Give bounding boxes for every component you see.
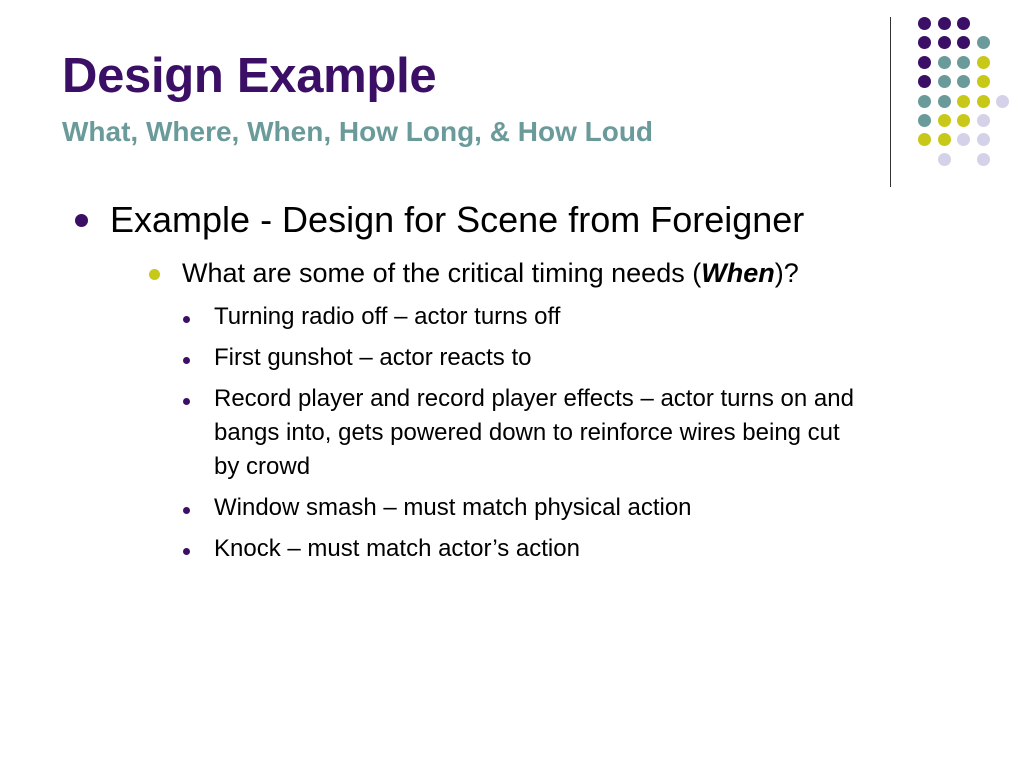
decorative-dot [918,36,932,50]
decorative-dot [918,55,932,69]
bullet-level3-icon [183,548,190,555]
bullet-level1-icon [75,214,88,227]
bullet-level3-icon [183,507,190,514]
list-item: Knock – must match actor’s action [214,535,580,562]
decorative-dot [918,94,932,108]
list-item: First gunshot – actor reacts to [214,344,532,371]
decorative-dot [937,152,951,166]
list-item: Window smash – must match physical actio… [214,494,692,521]
decorative-dot [957,17,971,30]
decorative-dot [937,114,951,127]
decorative-dot [937,75,951,89]
decorative-dot [957,75,971,89]
bullet-level1-text: Example - Design for Scene from Foreigne… [110,199,805,240]
bullet-level2-before: What are some of the critical timing nee… [182,258,702,288]
decorative-dot [976,133,990,147]
list-item-line: Record player and record player effects … [214,385,854,412]
divider-line [890,17,891,187]
bullet-level3-icon [183,357,190,364]
decorative-dot [976,55,990,69]
bullet-level2-icon [149,269,160,280]
decorative-dot [957,55,971,69]
decorative-dot [957,114,971,127]
decorative-dot [937,55,951,69]
bullet-level2-text: What are some of the critical timing nee… [182,258,799,288]
bullet-level3-icon [183,398,190,405]
bullet-level2-after: )? [774,258,799,288]
decorative-dot [918,75,932,89]
decorative-dot [976,36,990,50]
decorative-dot [918,114,932,127]
decorative-dot [957,94,971,108]
decorative-dot [976,94,990,108]
slide-subtitle: What, Where, When, How Long, & How Loud [62,116,654,147]
decorative-dot [957,133,971,147]
decorative-dot [957,36,971,50]
decorative-dot [937,36,951,50]
list-item-line: bangs into, gets powered down to reinfor… [214,419,840,446]
decorative-dot [976,152,990,166]
list-item: Turning radio off – actor turns off [214,303,561,330]
decorative-dot [996,94,1009,108]
list-item-line: by crowd [214,453,311,480]
decorative-dot [937,94,951,108]
decorative-dot [937,17,951,30]
decorative-dot [976,114,990,127]
bullet-level3-icon [183,316,190,323]
decorative-dot [976,75,990,89]
decorative-dot [918,17,932,30]
decorative-dot [937,133,951,147]
slide-title: Design Example [62,49,437,103]
bullet-level2-emphasis: When [701,258,775,288]
decorative-dot [918,133,932,147]
